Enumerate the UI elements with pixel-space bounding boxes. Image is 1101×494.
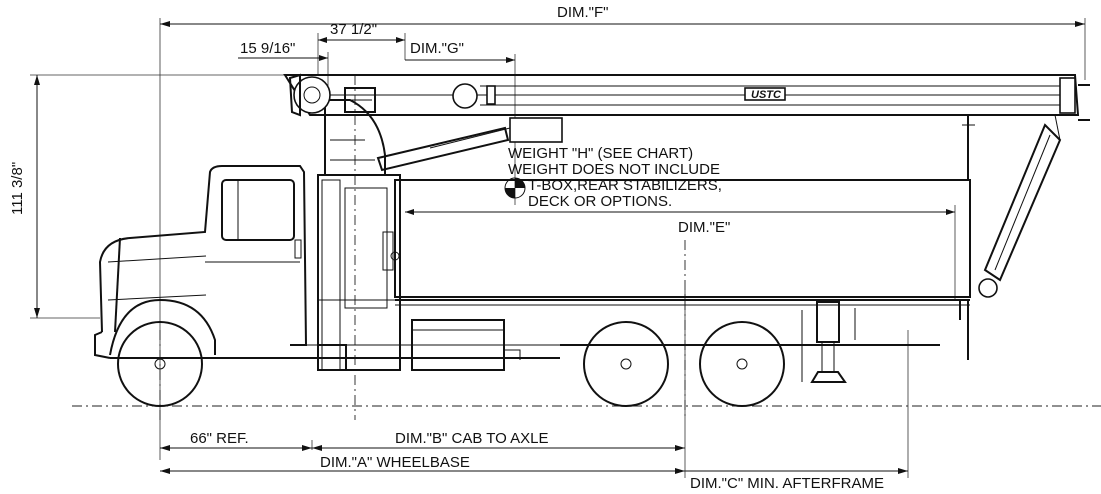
- dim-g-label: DIM."G": [410, 40, 464, 57]
- crane-mast: [317, 174, 401, 371]
- front-fender: [109, 298, 216, 356]
- rear-cylinder: [978, 114, 1062, 298]
- rear-stabilizer: [801, 301, 856, 383]
- truck-cab: [205, 179, 302, 263]
- weight-note-line4: DECK OR OPTIONS.: [528, 193, 672, 210]
- lift-cylinder: [376, 117, 563, 172]
- dim-e-line: [405, 205, 956, 300]
- weight-note-line2: WEIGHT DOES NOT INCLUDE: [508, 161, 720, 178]
- dim-a-label: DIM."A" WHEELBASE: [320, 454, 470, 471]
- dim-c-label: DIM."C" MIN. AFTERFRAME: [690, 475, 884, 492]
- dim-15-label: 15 9/16": [240, 40, 295, 57]
- dim-37-label: 37 1/2": [330, 21, 377, 38]
- dim-66-label: 66" REF.: [190, 430, 249, 447]
- weight-note-line3: T-BOX,REAR STABILIZERS,: [528, 177, 722, 194]
- boom-head-sheave: [288, 73, 331, 117]
- dim-e-label: DIM."E": [678, 219, 730, 236]
- crane-boom: USTC: [283, 74, 1090, 121]
- winch: [344, 83, 478, 113]
- weight-note-line1: WEIGHT "H" (SEE CHART): [508, 145, 693, 162]
- battery-box: [411, 319, 521, 371]
- cg-symbol: [504, 177, 526, 199]
- dim-111-label: 111 3/8": [9, 162, 26, 215]
- dim-bottom-lines: [160, 290, 909, 478]
- front-wheel: [117, 321, 203, 407]
- truck-hood: [94, 165, 308, 359]
- rear-wheel-1: [583, 321, 669, 407]
- rear-wheel-2: [699, 321, 785, 407]
- dim-37-line: [317, 33, 406, 75]
- chassis-frame: [110, 344, 940, 359]
- dim-f-label: DIM."F": [557, 4, 608, 21]
- boom-logo: USTC: [751, 89, 782, 101]
- dim-111-line: [30, 74, 300, 319]
- dim-b-label: DIM."B" CAB TO AXLE: [395, 430, 548, 447]
- boom-rest: [959, 115, 975, 360]
- dim-f-line: [159, 18, 1086, 460]
- flatbed-body: [394, 179, 971, 306]
